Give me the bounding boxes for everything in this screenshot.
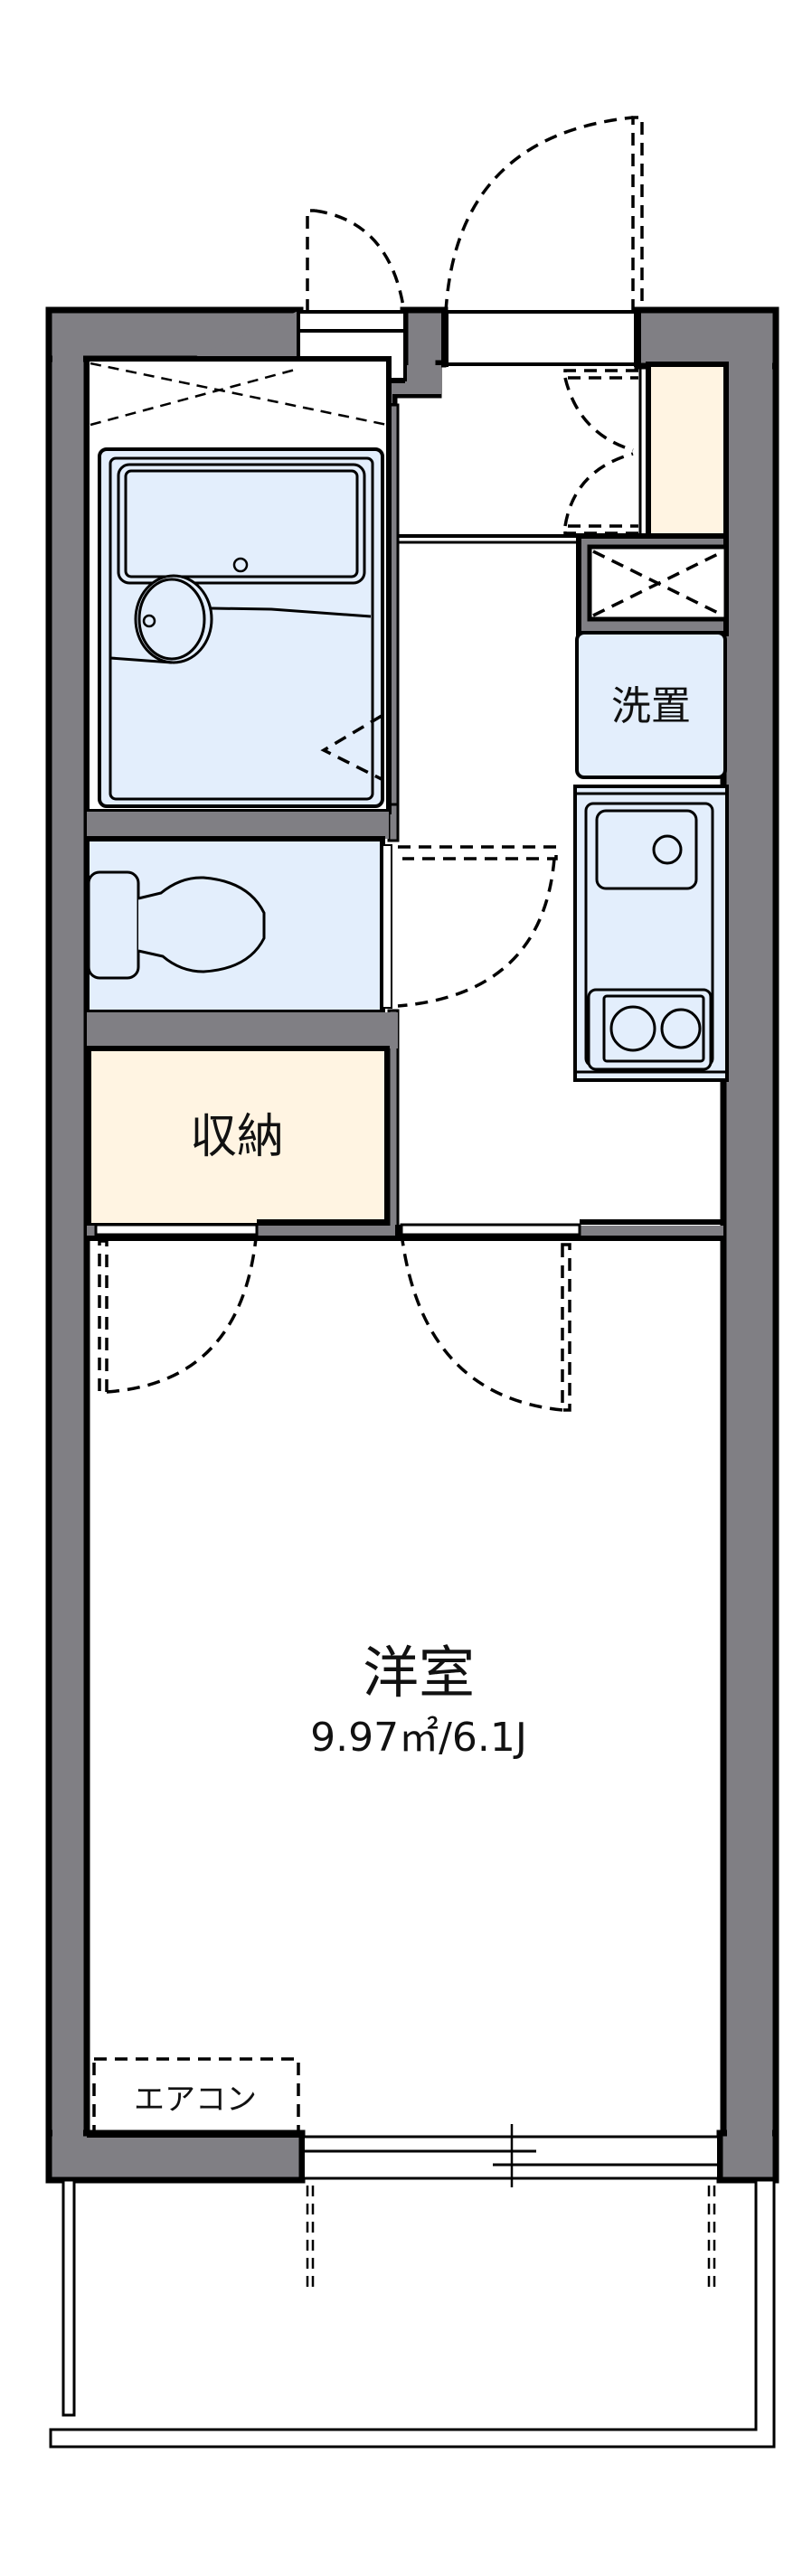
washer-space: 洗置 xyxy=(575,631,727,779)
bathroom-door[interactable] xyxy=(320,714,382,781)
bathroom xyxy=(84,356,392,814)
shoe-cabinet xyxy=(563,362,729,539)
air-conditioner-label: エアコン xyxy=(134,2082,257,2118)
balcony-window[interactable] xyxy=(299,2124,722,2187)
storage: 収納 xyxy=(86,1046,390,1228)
pipe-shaft xyxy=(576,533,729,636)
unit-bath xyxy=(98,447,384,808)
entrance xyxy=(398,116,644,544)
kitchen-counter xyxy=(573,785,729,1082)
room-area: 9.97㎡/6.1J xyxy=(310,1715,527,1761)
air-conditioner: エアコン xyxy=(92,2057,300,2135)
bath-toilet-wall xyxy=(87,812,389,839)
room-name: 洋室 xyxy=(363,1640,475,1706)
toilet xyxy=(87,870,266,980)
balcony xyxy=(49,2178,776,2449)
washer-label: 洗置 xyxy=(611,683,691,729)
stove xyxy=(587,988,713,1071)
toilet-storage-wall xyxy=(87,1012,398,1048)
storage-door[interactable] xyxy=(98,1237,258,1394)
kitchen-sink xyxy=(595,809,698,890)
toilet-door[interactable] xyxy=(382,844,558,1009)
western-room: 洋室 9.97㎡/6.1J xyxy=(84,1238,726,2135)
storage-label: 収納 xyxy=(190,1110,284,1164)
balcony-fixtures xyxy=(306,2186,716,2287)
shoe-cabinet-doors[interactable] xyxy=(563,369,638,535)
room-door[interactable] xyxy=(401,1239,571,1412)
room-partition xyxy=(87,1219,723,1241)
entrance-door[interactable] xyxy=(444,116,644,313)
toilet-room xyxy=(84,836,558,1015)
